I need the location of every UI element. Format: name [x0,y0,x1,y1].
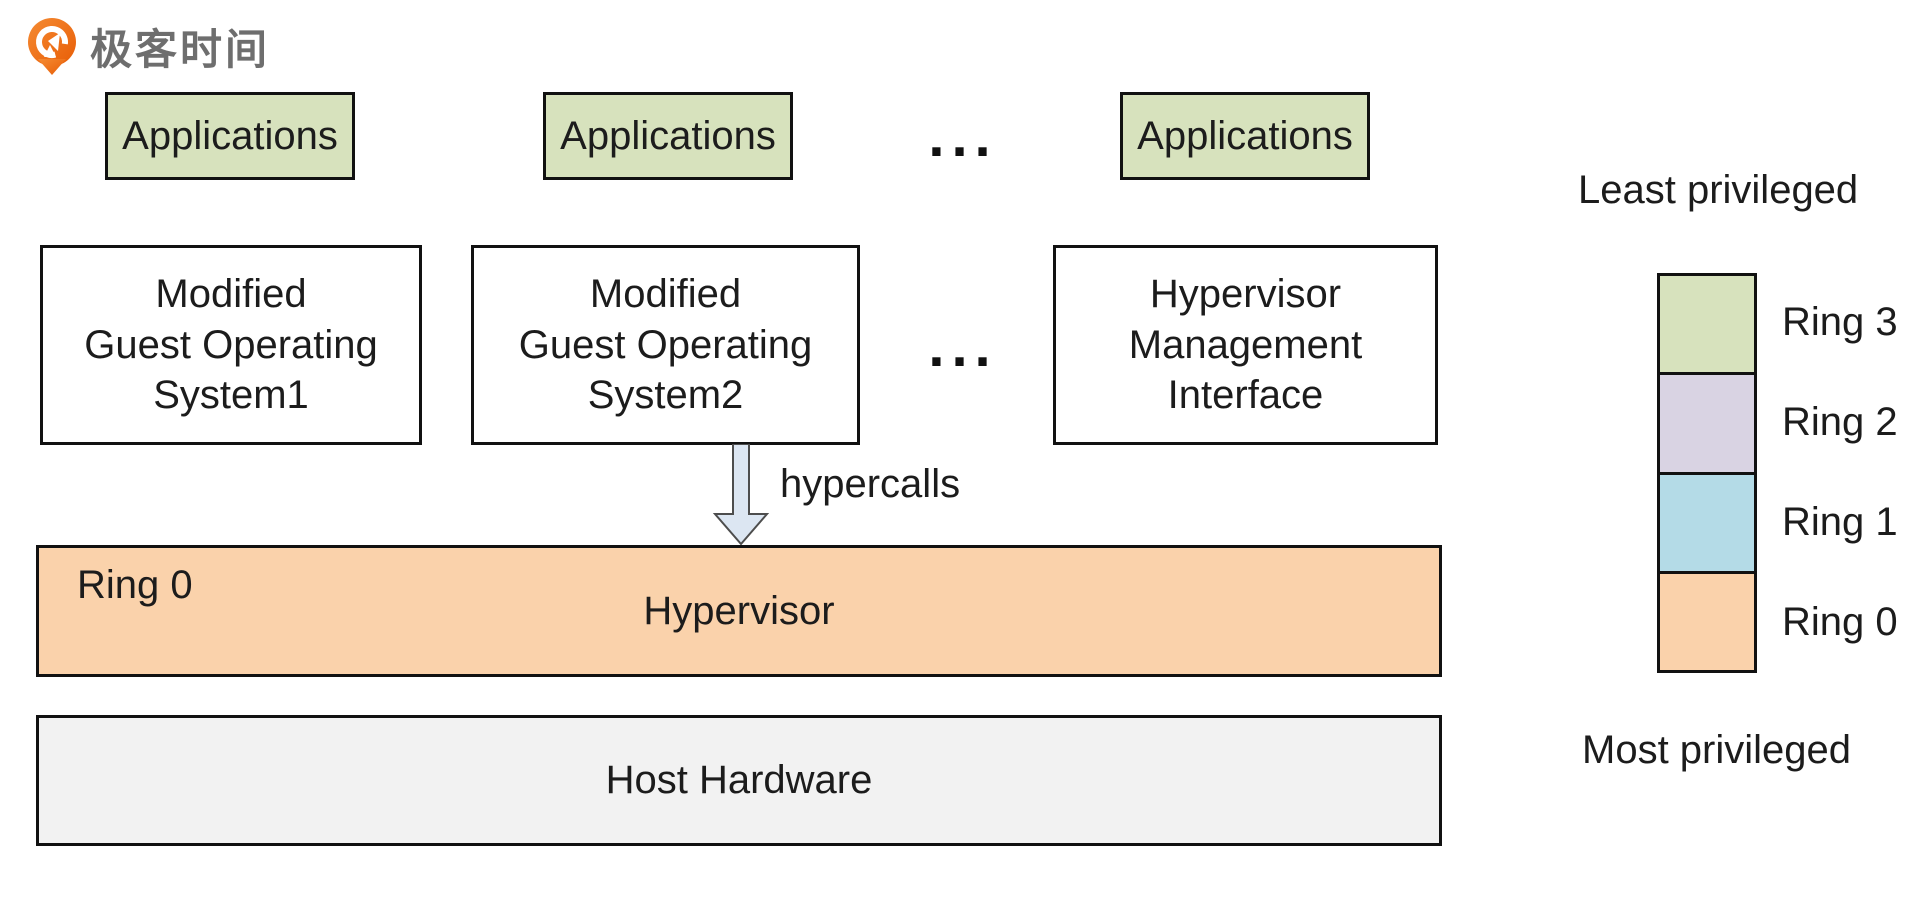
legend-most-privileged-label: Most privileged [1582,728,1852,772]
hypervisor-title: Hypervisor [643,588,835,633]
guest-os-box-1: Modified Guest Operating System1 [40,245,422,445]
ring2-color-block [1660,372,1754,472]
ring0-color-block [1660,570,1754,670]
ring3-label: Ring 3 [1782,300,1898,344]
applications-box-2: Applications [543,92,793,180]
ring0-label: Ring 0 [1782,600,1898,644]
ring3-color-block [1660,276,1754,373]
hypervisor-bar: Ring 0 Hypervisor [36,545,1442,677]
applications-box-3: Applications [1120,92,1370,180]
host-hardware-bar: Host Hardware [36,715,1442,846]
ellipsis-row1: ... [928,104,998,169]
host-hardware-title: Host Hardware [605,758,873,802]
privilege-ring-stack [1657,273,1757,673]
brand-logo: 极客时间 [26,16,270,77]
ring1-color-block [1660,471,1754,571]
geektime-pin-icon [26,17,78,77]
logo-text: 极客时间 [90,25,271,74]
guest-os-box-2: Modified Guest Operating System2 [471,245,860,445]
applications-box-1: Applications [105,92,355,180]
ellipsis-row2: ... [928,314,998,379]
hypercalls-label: hypercalls [780,462,961,506]
legend-least-privileged-label: Least privileged [1578,168,1859,212]
hypervisor-ring0-label: Ring 0 [77,563,193,607]
ring2-label: Ring 2 [1782,400,1898,444]
hypervisor-management-interface-box: Hypervisor Management Interface [1053,245,1438,445]
ring1-label: Ring 1 [1782,500,1898,544]
block-arrow-down-icon [710,443,772,546]
